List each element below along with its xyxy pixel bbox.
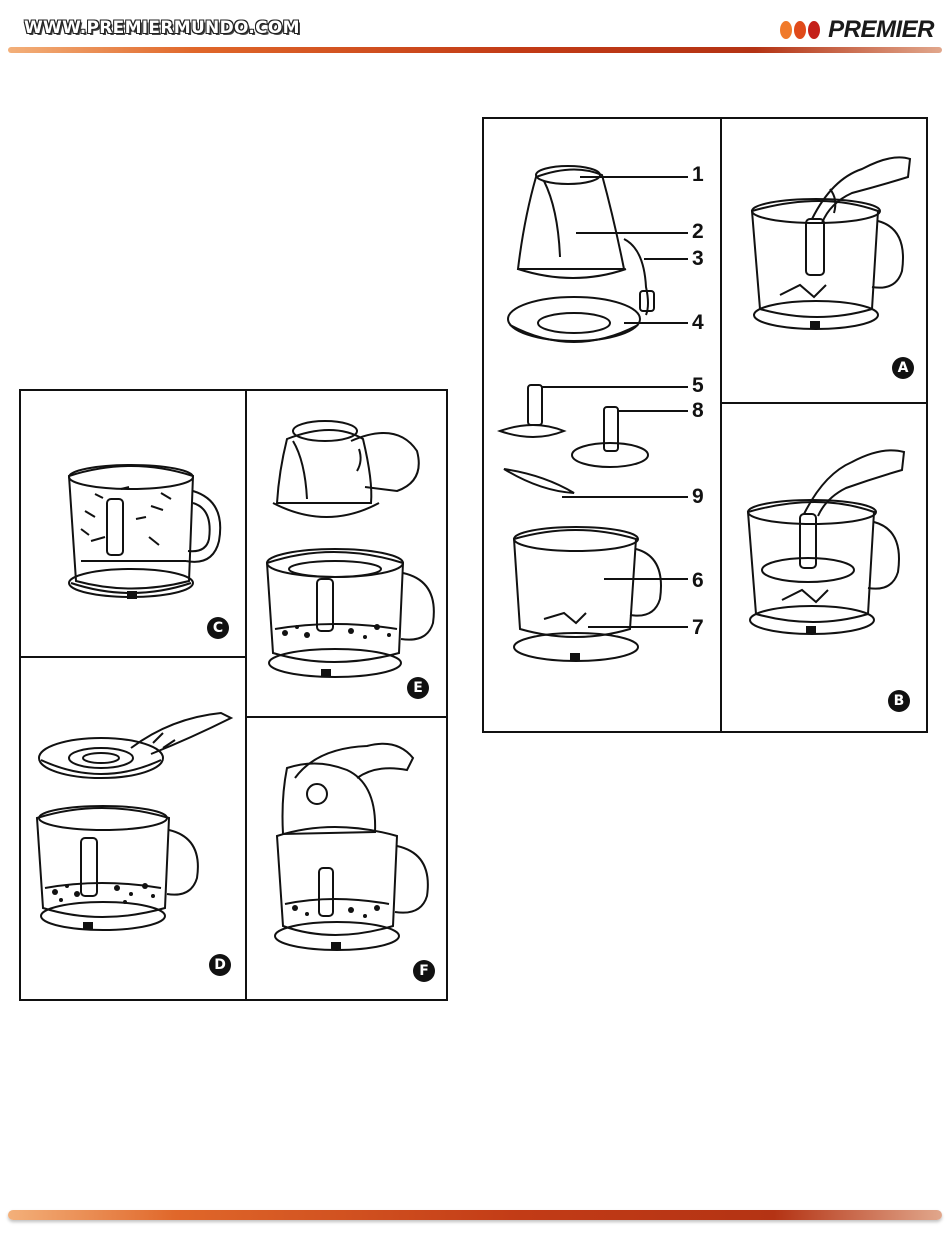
step-e-illustration <box>247 391 450 720</box>
step-a-label: A <box>892 357 914 379</box>
brand-dot <box>808 21 820 39</box>
step-b-label: B <box>888 690 910 712</box>
step-e-panel: E <box>245 389 448 718</box>
brand-dot <box>794 21 806 39</box>
brand-name: PREMIER <box>828 16 934 44</box>
step-f-panel: F <box>245 716 448 1001</box>
step-c-label: C <box>207 617 229 639</box>
step-d-panel: D <box>19 656 247 1001</box>
part-number: 6 <box>692 569 704 593</box>
step-a-panel: A <box>720 117 928 404</box>
step-d-label: D <box>209 954 231 976</box>
header-divider <box>8 47 942 53</box>
part-number: 2 <box>692 220 704 244</box>
page-header: WWW.PREMIERMUNDO.COM PREMIER <box>0 0 950 60</box>
brand-dots-icon <box>780 21 822 39</box>
step-f-label: F <box>413 960 435 982</box>
brand-dot <box>780 21 792 39</box>
step-b-illustration <box>722 404 930 735</box>
part-number: 7 <box>692 616 704 640</box>
part-number: 3 <box>692 247 704 271</box>
part-number: 4 <box>692 311 704 335</box>
brand-logo: PREMIER <box>780 16 934 44</box>
site-url[interactable]: WWW.PREMIERMUNDO.COM <box>24 18 300 38</box>
part-number: 8 <box>692 399 704 423</box>
step-d-illustration <box>21 658 249 1003</box>
part-number: 1 <box>692 163 704 187</box>
parts-illustration <box>484 119 724 735</box>
step-e-label: E <box>407 677 429 699</box>
part-number: 5 <box>692 374 704 398</box>
step-c-panel: C <box>19 389 247 658</box>
part-number: 9 <box>692 485 704 509</box>
parts-diagram-panel: 1 2 3 4 5 8 9 6 7 <box>482 117 722 733</box>
step-b-panel: B <box>720 402 928 733</box>
footer-divider <box>8 1210 942 1220</box>
